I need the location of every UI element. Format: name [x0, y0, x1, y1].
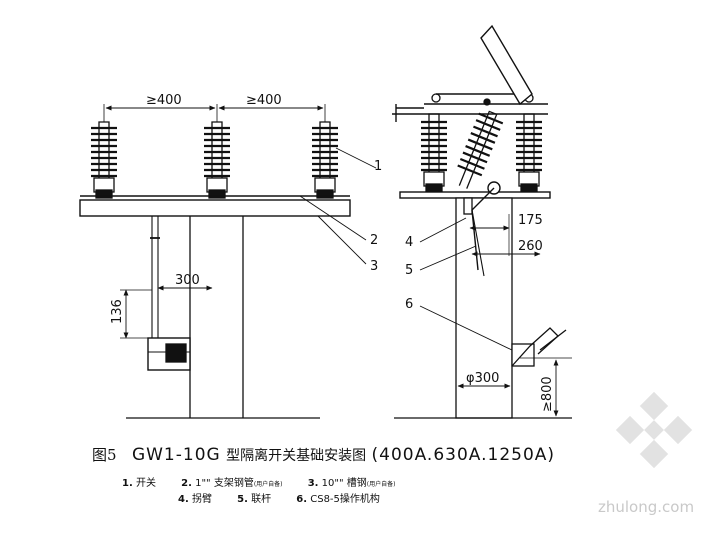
legend-item-4: 4. 拐臂	[178, 494, 212, 505]
callout-5: 5	[405, 263, 413, 278]
callout-4: 4	[405, 235, 413, 250]
dim-right-height: ≥800	[540, 376, 555, 412]
current-ratings: (400A.630A.1250A)	[371, 445, 556, 465]
legend-item-1: 1. 开关	[122, 478, 156, 489]
figure-caption: 图5 GW1-10G 型隔离开关基础安装图 (400A.630A.1250A)	[92, 444, 555, 465]
figure-number: 图5	[92, 446, 117, 464]
figure-title: 型隔离开关基础安装图	[226, 448, 367, 464]
legend-item-3: 3. 10"" 槽钢(用户自备)	[307, 478, 396, 489]
insulator-right	[312, 121, 338, 199]
legend-item-2: 2. 1"" 支架钢管(用户自备)	[181, 478, 283, 489]
legend-item-6: 6. CS8-5操作机构	[296, 494, 380, 505]
model-number: GW1-10G	[131, 445, 221, 465]
insulator-left	[91, 121, 117, 199]
channel-steel-base	[79, 199, 351, 217]
dimension-labels: ≥400 ≥400 300 136 175 260 φ300 ≥800 1 2 …	[110, 93, 555, 412]
dim-right-offset-1: 175	[518, 213, 543, 228]
callout-3: 3	[370, 259, 378, 274]
dim-left-height: 136	[110, 299, 125, 324]
watermark-logo	[615, 391, 693, 469]
insulator-middle	[204, 121, 230, 199]
insulator-side-left	[421, 113, 447, 193]
insulator-tilted	[457, 110, 504, 189]
insulator-side-right	[516, 113, 542, 193]
dim-left-offset: 300	[175, 273, 200, 288]
legend-row-1: 1. 开关 2. 1"" 支架钢管(用户自备) 3. 10"" 槽钢(用户自备)	[122, 474, 417, 489]
callout-6: 6	[405, 297, 413, 312]
dim-spacing-left: ≥400	[146, 93, 182, 108]
left-view	[79, 104, 377, 419]
legend-row-2: 4. 拐臂 5. 联杆 6. CS8-5操作机构	[178, 490, 402, 505]
watermark-text: zhulong.com	[598, 498, 695, 516]
callout-2: 2	[370, 233, 378, 248]
dim-pole-diameter: φ300	[466, 371, 499, 386]
right-view	[392, 24, 572, 419]
callout-1: 1	[374, 159, 382, 174]
dim-right-offset-2: 260	[518, 239, 543, 254]
dim-spacing-right: ≥400	[246, 93, 282, 108]
pole	[455, 197, 513, 419]
legend-item-5: 5. 联杆	[237, 494, 272, 505]
switch-blade	[480, 24, 533, 106]
